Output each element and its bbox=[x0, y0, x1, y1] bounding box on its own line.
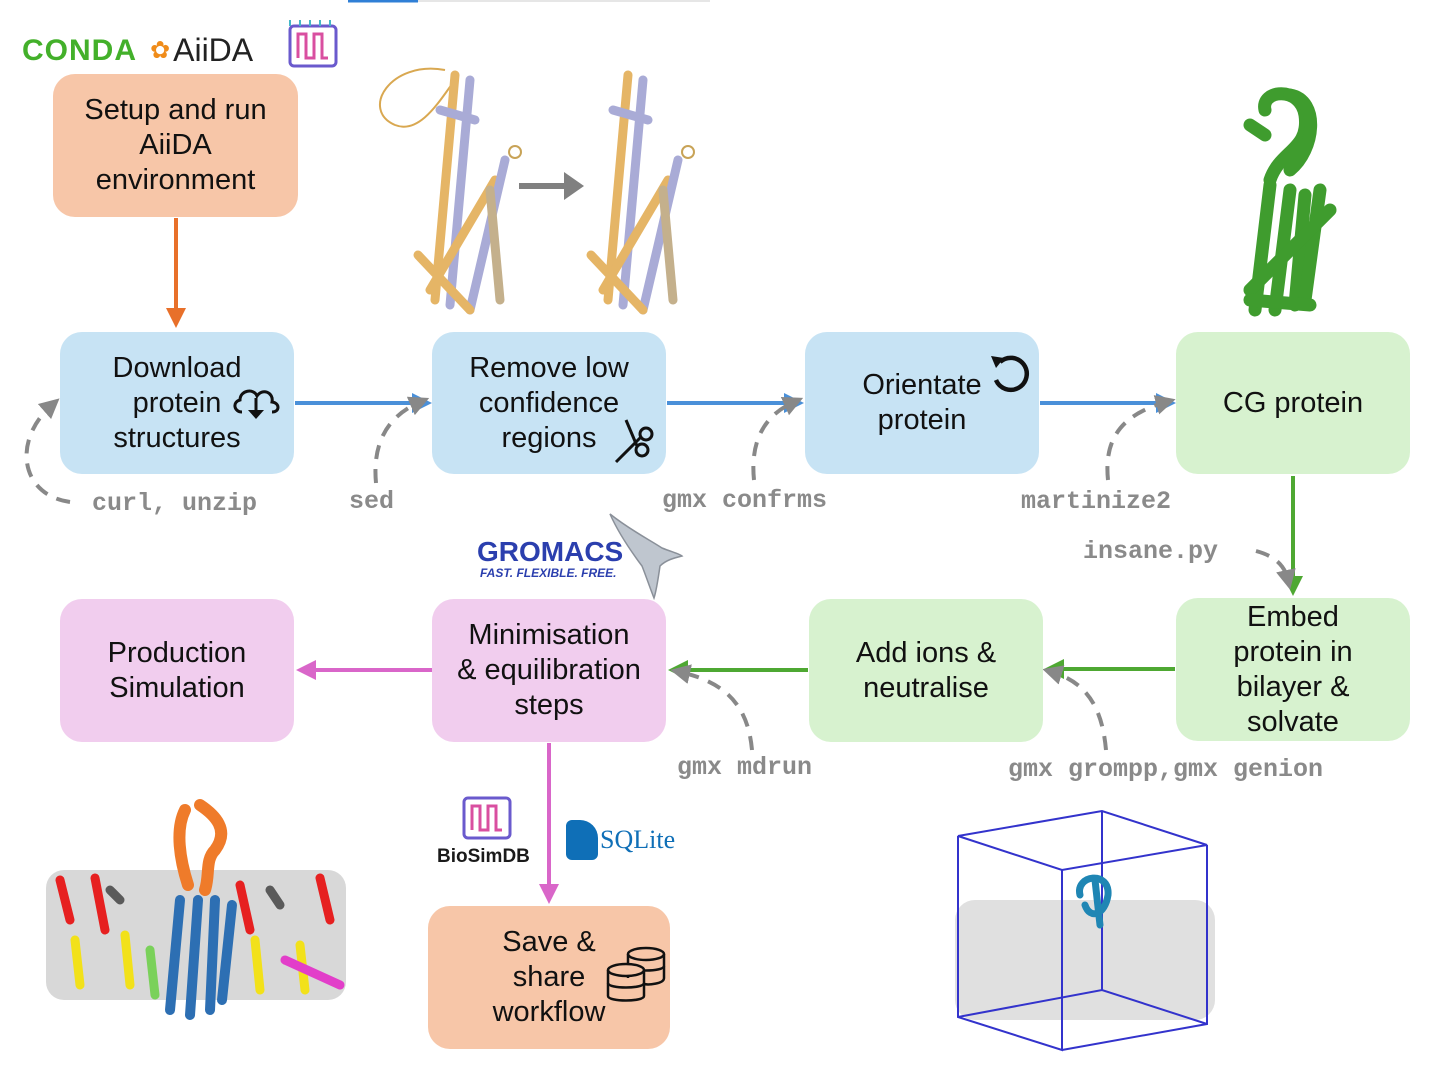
cg-protein-box: CG protein bbox=[1176, 332, 1410, 474]
cmd-insane: insane.py bbox=[1083, 537, 1219, 566]
cg-protein-structure bbox=[1243, 87, 1337, 317]
protein-structure-after bbox=[586, 70, 695, 315]
sqlite-feather-icon bbox=[566, 820, 598, 860]
aiida-logo-text: AiiDA bbox=[173, 32, 254, 68]
cmd-curl-unzip: curl, unzip bbox=[92, 489, 258, 518]
cmd-martinize2: martinize2 bbox=[1021, 487, 1172, 516]
gromacs-tagline: FAST. FLEXIBLE. FREE. bbox=[480, 566, 617, 580]
gromacs-logo: GROMACS bbox=[477, 536, 624, 567]
aiida-logo: ✿ AiiDA bbox=[150, 32, 253, 69]
save-share-label: Save & share workflow bbox=[492, 926, 606, 1028]
protein-structure-before bbox=[378, 67, 522, 315]
remove-low-confidence-box: Remove low confidence regions bbox=[432, 332, 666, 474]
setup-aiida-label: Setup and run AiiDA environment bbox=[84, 94, 267, 196]
structure-transform-arrow bbox=[519, 172, 584, 200]
membrane-protein-logo-icon bbox=[288, 20, 338, 68]
minimisation-box: Minimisation & equilibration steps bbox=[432, 599, 666, 742]
remove-low-confidence-label: Remove low confidence regions bbox=[469, 351, 629, 454]
cmd-sed: sed bbox=[349, 487, 395, 516]
setup-aiida-box: Setup and run AiiDA environment bbox=[53, 74, 298, 217]
cmd-gmx-grompp-genion: gmx grompp,gmx genion bbox=[1008, 755, 1324, 784]
biosimdb-logo-icon bbox=[462, 796, 512, 840]
add-ions-box: Add ions & neutralise bbox=[809, 599, 1043, 742]
orientate-protein-label: Orientate protein bbox=[862, 369, 982, 436]
database-icon bbox=[606, 946, 666, 1002]
production-simulation-label: Production Simulation bbox=[107, 636, 247, 704]
membrane-bilayer-render bbox=[46, 799, 346, 1020]
cmd-gmx-confrms: gmx confrms bbox=[662, 486, 828, 515]
cg-protein-label: CG protein bbox=[1222, 386, 1364, 419]
cmd-gmx-mdrun: gmx mdrun bbox=[677, 753, 813, 782]
rotate-icon bbox=[991, 355, 1029, 393]
scissors-icon bbox=[614, 419, 654, 464]
dashed-tool-arrows bbox=[24, 395, 1296, 751]
download-structures-box: Download protein structures bbox=[60, 332, 294, 474]
aiida-mark-icon: ✿ bbox=[150, 37, 171, 64]
add-ions-label: Add ions & neutralise bbox=[855, 636, 997, 704]
falcon-icon bbox=[609, 513, 684, 600]
production-simulation-box: Production Simulation bbox=[60, 599, 294, 742]
download-structures-label: Download protein structures bbox=[112, 351, 242, 454]
sqlite-logo-text: SQLite bbox=[600, 825, 676, 854]
biosimdb-logo: BioSimDB bbox=[437, 846, 530, 867]
save-share-box: Save & share workflow bbox=[428, 906, 670, 1049]
minimisation-label: Minimisation & equilibration steps bbox=[457, 619, 641, 721]
conda-logo: CONDA bbox=[22, 34, 137, 67]
orientate-protein-box: Orientate protein bbox=[805, 332, 1039, 474]
embed-protein-box: Embed protein in bilayer & solvate bbox=[1176, 598, 1410, 741]
simulation-box-render bbox=[955, 809, 1215, 1052]
embed-protein-label: Embed protein in bilayer & solvate bbox=[1233, 600, 1353, 738]
cloud-download-icon bbox=[233, 389, 280, 419]
sqlite-logo: SQLite bbox=[566, 820, 675, 860]
